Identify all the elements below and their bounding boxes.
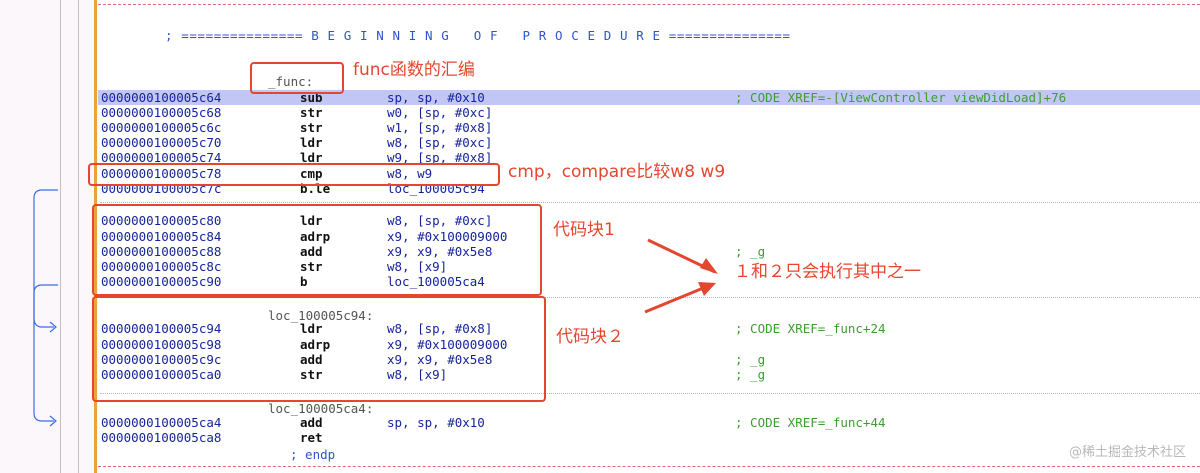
row-mnemonic: str	[300, 367, 323, 382]
gutter-divider	[60, 0, 61, 473]
row-operands[interactable]: x9, x9, #0x5e8	[387, 244, 493, 259]
row-mnemonic: ldr	[300, 213, 323, 228]
row-address[interactable]: 0000000100005c70	[101, 135, 222, 150]
func-label-highlight-box	[250, 62, 344, 94]
exclusive-annotation: １和２只会执行其中之一	[734, 262, 921, 282]
row-address[interactable]: 0000000100005c84	[101, 229, 222, 244]
block1-annotation: 代码块1	[553, 220, 615, 240]
endp-marker: ; endp	[290, 447, 336, 462]
row-address[interactable]: 0000000100005c9c	[101, 352, 222, 367]
row-mnemonic: b	[300, 274, 308, 289]
row-mnemonic: ldr	[300, 150, 323, 165]
gutter-divider	[78, 0, 79, 473]
row-comment: ; _g	[735, 244, 766, 259]
row-comment: ; CODE XREF=_func+44	[735, 415, 886, 430]
row-address[interactable]: 0000000100005ca4	[101, 415, 222, 430]
row-mnemonic: ldr	[300, 135, 323, 150]
row-address[interactable]: 0000000100005c74	[101, 150, 222, 165]
row-operands[interactable]: w8, [sp, #0xc]	[387, 135, 493, 150]
code-block-2-box	[92, 296, 546, 402]
row-operands[interactable]: w8, [sp, #0xc]	[387, 213, 493, 228]
row-operands[interactable]: w8, [sp, #0x8]	[387, 321, 493, 336]
row-mnemonic: cmp	[300, 166, 323, 181]
row-operands[interactable]: w9, [sp, #0x8]	[387, 150, 493, 165]
row-operands[interactable]: w8, w9	[387, 166, 433, 181]
row-address[interactable]: 0000000100005ca8	[101, 430, 222, 445]
row-mnemonic: add	[300, 415, 323, 430]
row-address[interactable]: 0000000100005c6c	[101, 120, 222, 135]
func-annotation: func函数的汇编	[353, 60, 475, 80]
row-mnemonic: add	[300, 352, 323, 367]
row-comment: ; _g	[735, 367, 766, 382]
row-operands[interactable]: w1, [sp, #0x8]	[387, 120, 493, 135]
procedure-margin-bar	[94, 0, 97, 473]
block-separator	[100, 202, 1200, 203]
selected-row-highlight	[98, 90, 1200, 105]
watermark: @稀土掘金技术社区	[1068, 445, 1186, 460]
left-gutter	[0, 0, 98, 473]
row-mnemonic: ret	[300, 430, 323, 445]
row-address[interactable]: 0000000100005ca0	[101, 367, 222, 382]
row-operands[interactable]: w0, [sp, #0xc]	[387, 105, 493, 120]
row-address[interactable]: 0000000100005c64	[101, 90, 222, 105]
jump-arrows	[33, 189, 58, 427]
row-address[interactable]: 0000000100005c94	[101, 321, 222, 336]
row-address[interactable]: 0000000100005c68	[101, 105, 222, 120]
row-address[interactable]: 0000000100005c88	[101, 244, 222, 259]
row-operands[interactable]: sp, sp, #0x10	[387, 415, 485, 430]
procedure-top-border	[98, 4, 1200, 5]
cmp-highlight-box	[88, 163, 500, 186]
row-operands[interactable]: loc_100005ca4	[387, 274, 485, 289]
row-operands[interactable]: sp, sp, #0x10	[387, 90, 485, 105]
row-comment: ; _g	[735, 352, 766, 367]
row-mnemonic: str	[300, 120, 323, 135]
procedure-bottom-border	[98, 466, 1200, 467]
block2-annotation: 代码块２	[556, 327, 624, 347]
code-block-1-box	[92, 204, 542, 296]
procedure-header: ; =============== B E G I N N I N G O F …	[165, 28, 791, 43]
row-address[interactable]: 0000000100005c8c	[101, 259, 222, 274]
row-mnemonic: str	[300, 259, 323, 274]
row-comment: ; CODE XREF=-[ViewController viewDidLoad…	[735, 90, 1067, 105]
cmp-annotation: cmp，compare比较w8 w9	[508, 162, 726, 182]
row-operands[interactable]: w8, [x9]	[387, 259, 448, 274]
row-operands[interactable]: x9, #0x100009000	[387, 229, 508, 244]
row-comment: ; CODE XREF=_func+24	[735, 321, 886, 336]
row-mnemonic: ldr	[300, 321, 323, 336]
row-mnemonic: add	[300, 244, 323, 259]
loc-label[interactable]: loc_100005c94:	[268, 308, 374, 323]
row-address[interactable]: 0000000100005c78	[101, 166, 222, 181]
row-operands[interactable]: x9, #0x100009000	[387, 337, 508, 352]
row-mnemonic: adrp	[300, 337, 331, 352]
row-address[interactable]: 0000000100005c98	[101, 337, 222, 352]
row-mnemonic: str	[300, 105, 323, 120]
row-address[interactable]: 0000000100005c80	[101, 213, 222, 228]
row-address[interactable]: 0000000100005c90	[101, 274, 222, 289]
func-label[interactable]: _func:	[268, 74, 314, 89]
block-separator	[100, 393, 1200, 394]
row-operands[interactable]: x9, x9, #0x5e8	[387, 352, 493, 367]
row-operands[interactable]: w8, [x9]	[387, 367, 448, 382]
row-mnemonic: adrp	[300, 229, 331, 244]
block-separator	[100, 297, 1200, 298]
loc-label[interactable]: loc_100005ca4:	[268, 401, 374, 416]
